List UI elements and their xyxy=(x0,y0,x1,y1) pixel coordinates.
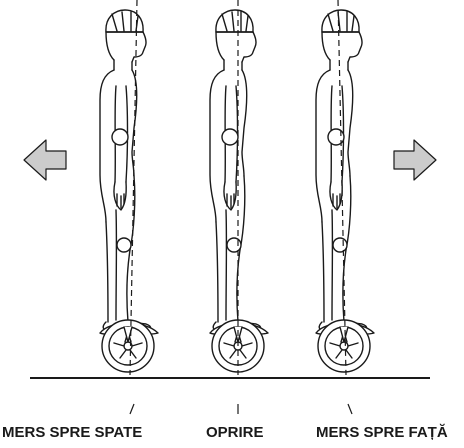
tilt-tick-backward xyxy=(130,404,134,414)
rider-figure-stop xyxy=(210,10,268,372)
label-forward: MERS SPRE FAȚĂ xyxy=(316,424,448,442)
rider-figure-backward xyxy=(100,10,158,372)
arrow-right-icon xyxy=(394,140,436,180)
label-stop: OPRIRE xyxy=(206,424,264,442)
label-backward: MERS SPRE SPATE xyxy=(2,424,142,442)
arrow-left-icon xyxy=(24,140,66,180)
tilt-tick-forward xyxy=(348,404,352,414)
rider-figure-forward xyxy=(316,10,374,372)
